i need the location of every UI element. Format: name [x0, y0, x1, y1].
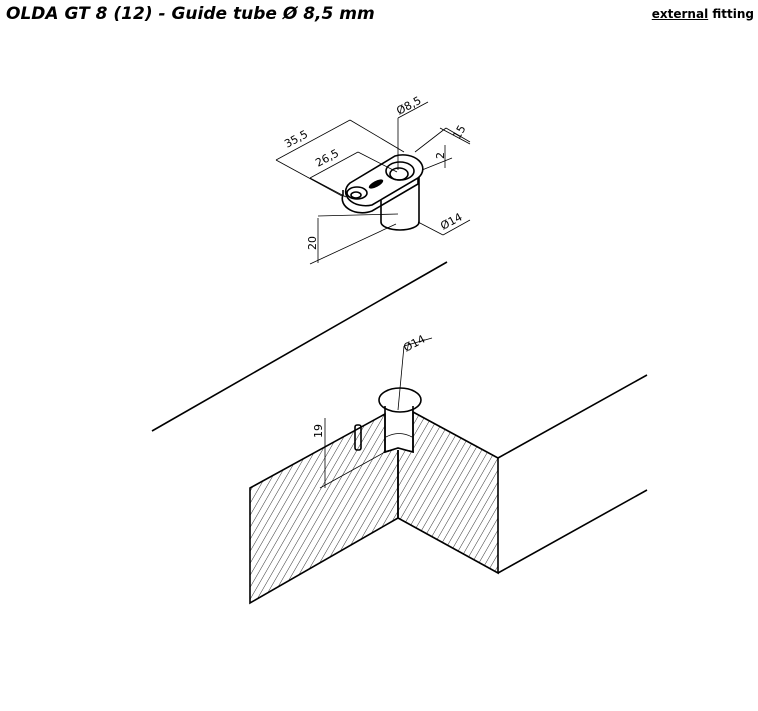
dim-tube-height: 20 [306, 236, 319, 250]
dim-hole-diameter: Ø14 [401, 333, 427, 355]
dim-bore-diameter: Ø8,5 [394, 94, 423, 118]
install-dimension-lines [319, 337, 433, 489]
dim-plate-width: 15 [450, 123, 468, 142]
dim-overall-length: 35,5 [282, 128, 310, 151]
page-title: OLDA GT 8 (12) - Guide tube Ø 8,5 mm [6, 4, 375, 24]
dim-hole-spacing: 26,5 [313, 147, 341, 170]
part-dimension-lines [275, 101, 471, 265]
fitting-type-rest: fitting [712, 7, 754, 21]
fitting-type-emphasis: external [651, 7, 709, 21]
guide-tube-part [341, 154, 424, 231]
fitting-type-label: external fitting [652, 7, 754, 21]
dim-tube-diameter: Ø14 [438, 211, 464, 233]
dim-plate-thickness: 2 [434, 152, 447, 159]
panel-assembly [151, 261, 648, 605]
dim-hole-depth: 19 [312, 424, 325, 438]
